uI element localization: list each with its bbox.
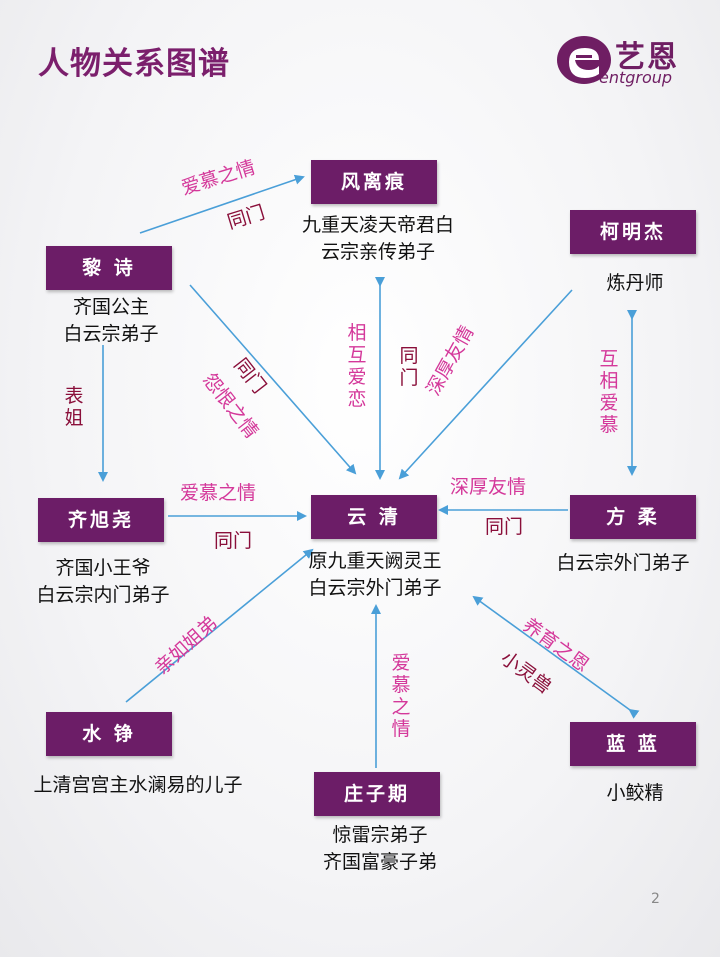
node-yunqing: 云 清 [311, 495, 437, 539]
desc-shuizheng: 上清宫宫主水澜易的儿子 [33, 774, 243, 796]
desc-yunqing: 原九重天阙灵王白云宗外门弟子 [308, 550, 442, 599]
arrow-lan-yun [472, 595, 640, 719]
node-keminjie: 柯明杰 [570, 210, 696, 254]
label-fang-yun-friend: 深厚友情 [450, 476, 527, 498]
desc-qixuyao: 齐国小王爷白云宗内门弟子 [36, 557, 170, 606]
entgroup-logo-icon [557, 36, 611, 84]
label-feng-yun-love: 相互爱恋 [347, 322, 367, 410]
logo: 艺恩 entgroup [555, 28, 695, 90]
label-qi-yun-same: 同门 [214, 530, 253, 552]
arrow-lishi-to-feng [139, 174, 305, 234]
desc-zhuangziqi: 惊雷宗弟子齐国富豪子弟 [322, 824, 437, 873]
node-shuizheng: 水 铮 [46, 712, 172, 756]
label-ke-fang-love: 互相爱慕 [599, 348, 619, 436]
arrow-ke-to-yun [398, 289, 573, 480]
desc-fengliheng: 九重天凌天帝君白云宗亲传弟子 [301, 214, 454, 263]
page-number: 2 [651, 891, 660, 907]
label-lishi-qi-cousin: 表姐 [64, 385, 84, 429]
label-feng-yun-same: 同门 [399, 345, 419, 389]
node-lanlan: 蓝 蓝 [570, 722, 696, 766]
node-fengliheng: 风离痕 [311, 160, 437, 204]
arrow-lishi-to-yun [189, 284, 357, 475]
arrow-shui-to-yun [125, 548, 314, 703]
node-fangrou: 方 柔 [570, 495, 696, 539]
desc-keminjie: 炼丹师 [606, 272, 664, 294]
node-qixuyao: 齐旭尧 [38, 498, 164, 542]
desc-fangrou: 白云宗外门弟子 [556, 552, 690, 574]
desc-lishi: 齐国公主白云宗弟子 [63, 296, 159, 345]
logo-text-cn: 艺恩 [615, 40, 679, 75]
node-zhuangziqi: 庄子期 [314, 772, 440, 816]
page-title: 人物关系图谱 [38, 46, 230, 82]
label-qi-yun-love: 爱慕之情 [180, 482, 257, 504]
node-lishi: 黎 诗 [46, 246, 172, 290]
label-zhuang-yun-love: 爱慕之情 [391, 652, 411, 740]
label-fang-yun-same: 同门 [485, 516, 524, 538]
logo-text-en: entgroup [599, 68, 673, 87]
desc-lanlan: 小鲛精 [606, 782, 664, 804]
